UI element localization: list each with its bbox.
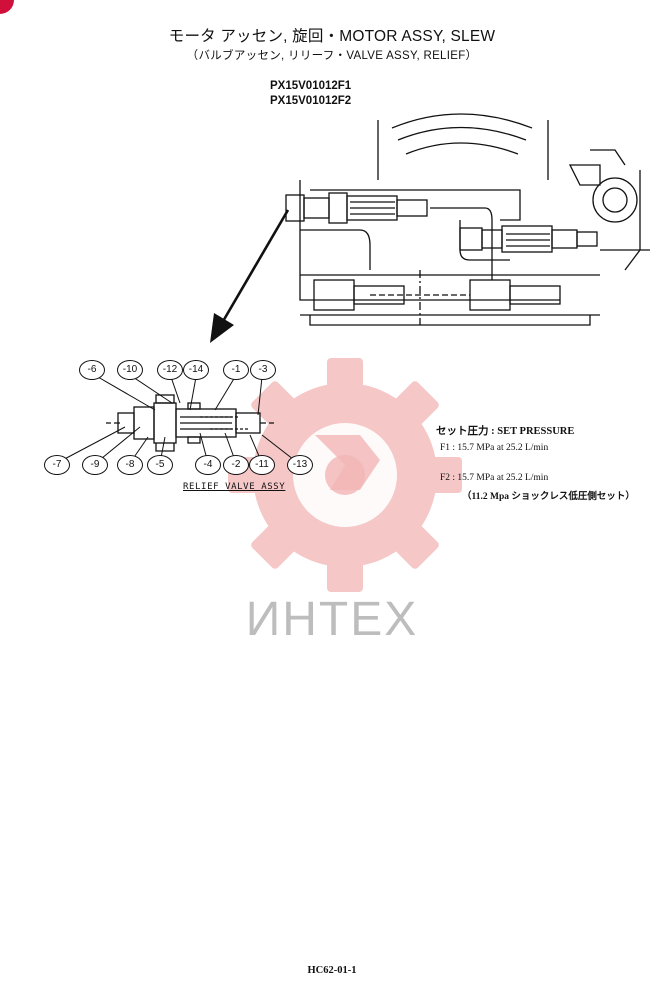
set-pressure-f2: F2 : 15.7 MPa at 25.2 L/min	[440, 473, 549, 483]
part-number-f1: PX15V01012F1	[270, 80, 352, 92]
corner-badge	[0, 0, 14, 14]
callout-11: -11	[249, 455, 275, 475]
callout-13: -13	[287, 455, 313, 475]
set-pressure-heading: セット圧力 : SET PRESSURE	[436, 426, 575, 437]
page-subtitle: （バルブアッセン, リリーフ・VALVE ASSY, RELIEF）	[186, 50, 478, 62]
set-pressure-f2-note: （11.2 Mpa ショックレス低圧側セット）	[462, 492, 635, 502]
callout-6: -6	[79, 360, 105, 380]
watermark-text: ИНТЕХ	[245, 593, 419, 646]
pointer-arrow-icon	[210, 209, 290, 343]
relief-valve-caption: RELIEF VALVE ASSY	[183, 482, 286, 492]
callout-14: -14	[183, 360, 209, 380]
callout-4: -4	[195, 455, 221, 475]
page-title: モータ アッセン, 旋回・MOTOR ASSY, SLEW	[168, 28, 496, 45]
set-pressure-f1: F1 : 15.7 MPa at 25.2 L/min	[440, 443, 549, 453]
callout-3: -3	[250, 360, 276, 380]
callout-5: -5	[147, 455, 173, 475]
part-number-f2: PX15V01012F2	[270, 95, 352, 107]
callout-12: -12	[157, 360, 183, 380]
page-footer-code: HC62-01-1	[307, 965, 357, 976]
callout-2: -2	[223, 455, 249, 475]
relief-valve-drawing	[106, 394, 274, 452]
callout-1: -1	[223, 360, 249, 380]
callout-9: -9	[82, 455, 108, 475]
callout-8: -8	[117, 455, 143, 475]
callout-7: -7	[44, 455, 70, 475]
callout-10: -10	[117, 360, 143, 380]
motor-assembly-drawing	[285, 113, 650, 326]
